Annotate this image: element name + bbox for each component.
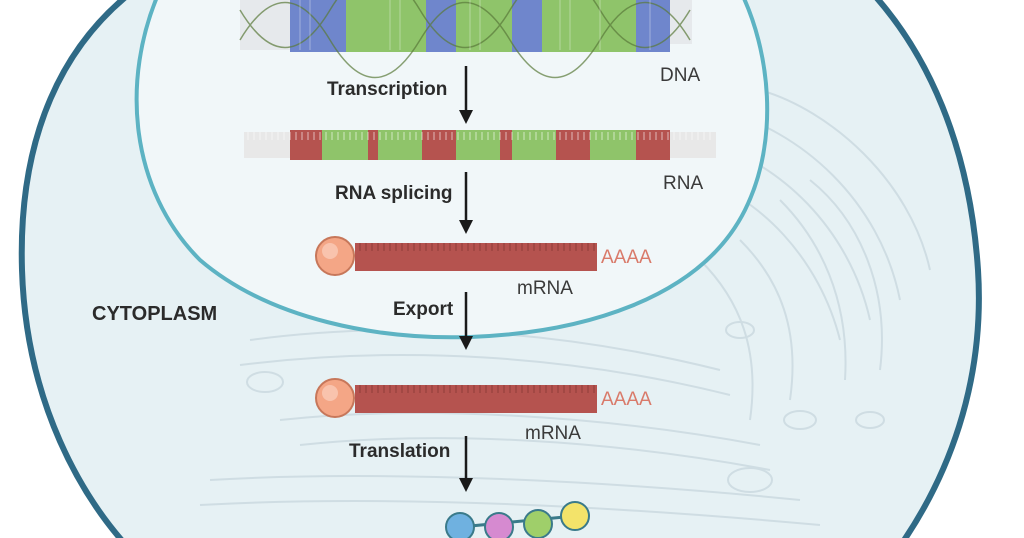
poly-a-tail-cytoplasm: AAAA <box>601 389 652 410</box>
dna-helix <box>239 0 692 79</box>
export-label: Export <box>393 299 454 320</box>
mrna-cytoplasm <box>315 378 597 418</box>
dna-label: DNA <box>660 65 700 86</box>
transcription-label: Transcription <box>327 79 447 100</box>
cytoplasm-label: CYTOPLASM <box>92 303 217 325</box>
mrna-label-cytoplasm: mRNA <box>525 423 581 444</box>
amino-acid-bead <box>445 512 475 538</box>
pre-mrna-strand <box>244 130 716 160</box>
amino-acid-bead <box>484 512 514 538</box>
mrna-nucleus <box>315 236 597 276</box>
mrna-label-nucleus: mRNA <box>517 278 573 299</box>
protein-chain <box>445 501 590 538</box>
poly-a-tail-nucleus: AAAA <box>601 247 652 268</box>
rna-splicing-label: RNA splicing <box>335 183 453 204</box>
amino-acid-bead <box>523 509 553 538</box>
rna-label: RNA <box>663 173 703 194</box>
step-arrows <box>459 66 473 492</box>
amino-acid-bead <box>560 501 590 531</box>
translation-label: Translation <box>349 441 450 462</box>
